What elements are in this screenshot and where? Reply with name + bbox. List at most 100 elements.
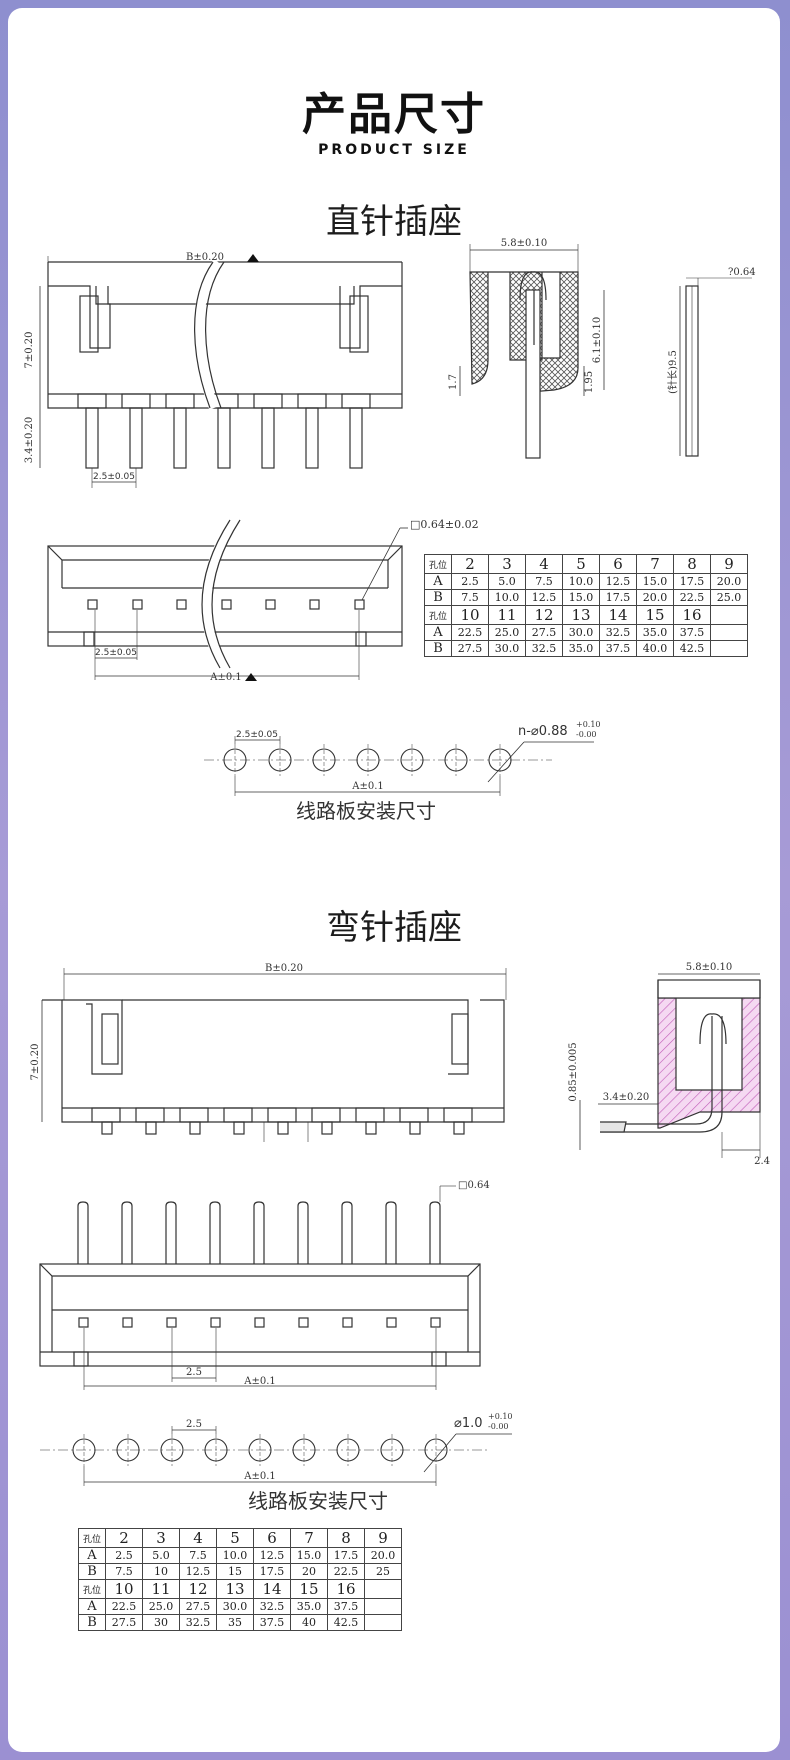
section-title-straight: 直针插座 [326,202,462,242]
table-cell: 5.0 [142,1547,180,1564]
table-cell: 11 [142,1579,180,1599]
table-cell: 9 [710,554,748,574]
table-cell: 17.5 [253,1563,291,1580]
straight-side-width-dim: 5.8±0.10 [501,238,548,249]
table-cell: 30.0 [562,624,600,641]
table-row: A 2.5 5.0 7.5 10.0 12.5 15.0 17.5 20.0 [424,573,748,590]
table-cell: 13 [562,605,600,625]
table-cell: 15 [216,1563,254,1580]
table-cell: 2.5 [105,1547,143,1564]
table-cell: 17.5 [673,573,711,590]
table-cell: 25.0 [710,589,748,606]
table-cell: 孔位 [78,1528,106,1548]
table-cell: 15.0 [636,573,674,590]
table-cell: 7.5 [179,1547,217,1564]
table-cell: 孔位 [424,554,452,574]
table-row: 孔位 10 11 12 13 14 15 16 [424,605,748,625]
table-cell: 27.5 [179,1598,217,1615]
table-cell: B [424,640,452,657]
table-cell: 16 [673,605,711,625]
bent-pin-square-dim: □0.64 [458,1180,490,1191]
table-cell: 8 [673,554,711,574]
table-cell: 42.5 [673,640,711,657]
straight-pcb-hole-tol-dn: -0.00 [576,730,597,739]
table-cell: A [78,1547,106,1564]
table-cell: A [424,573,452,590]
table-cell: 20.0 [636,589,674,606]
table-cell: 35.0 [290,1598,328,1615]
table-cell: 10.0 [216,1547,254,1564]
table-cell: 3 [488,554,526,574]
straight-b-dim: B±0.20 [186,252,224,263]
straight-pin-view [679,277,752,457]
table-cell: 12.5 [599,573,637,590]
table-cell: 32.5 [599,624,637,641]
table-cell: 7.5 [451,589,489,606]
table-cell: 5 [216,1528,254,1548]
straight-spec-table: 孔位 2 3 4 5 6 7 8 9 A 2.5 5.0 7.5 10.0 12… [424,554,748,657]
table-row: 孔位 10 11 12 13 14 15 16 [78,1579,402,1599]
table-cell [710,640,748,657]
table-cell: 30 [142,1614,180,1631]
straight-pitch-dim: 2.5±0.05 [93,472,135,482]
table-cell: 37.5 [673,624,711,641]
table-cell: 12.5 [179,1563,217,1580]
bent-pcb-hole-tol-dn: -0.00 [488,1422,509,1431]
table-cell: 5.0 [488,573,526,590]
bent-side-section [579,973,761,1158]
table-cell: 4 [179,1528,217,1548]
bent-side-pin-off-dim: 2.4 [754,1156,770,1167]
table-cell: 2 [451,554,489,574]
bent-b-dim: B±0.20 [265,963,303,974]
table-cell: 孔位 [78,1579,106,1599]
table-cell: 40 [290,1614,328,1631]
table-cell: 15.0 [290,1547,328,1564]
table-cell: 9 [364,1528,402,1548]
straight-height-dim: 7±0.20 [24,331,35,368]
bent-pcb-hole-tol-up: +0.10 [488,1412,513,1421]
table-cell: 32.5 [179,1614,217,1631]
table-cell: 37.5 [327,1598,365,1615]
table-cell: 32.5 [253,1598,291,1615]
table-cell [710,624,748,641]
table-cell: 13 [216,1579,254,1599]
table-cell: 27.5 [525,624,563,641]
straight-top-tolerance-marker [245,673,257,681]
table-cell: 12 [525,605,563,625]
straight-tolerance-marker [247,254,259,262]
table-cell [364,1614,402,1631]
straight-pin-length-dim: 3.4±0.20 [24,417,35,464]
table-cell: 7 [636,554,674,574]
table-cell: 8 [327,1528,365,1548]
table-cell: 14 [253,1579,291,1599]
table-cell: 30.0 [488,640,526,657]
straight-side-section [459,244,605,459]
table-cell: 22.5 [673,589,711,606]
bent-top-squares [78,1317,441,1328]
bent-front-view [41,968,507,1142]
table-row: A 22.5 25.0 27.5 30.0 32.5 35.0 37.5 [78,1598,402,1615]
table-cell: 7.5 [105,1563,143,1580]
straight-pin-square-dim: □0.64±0.02 [410,518,479,531]
straight-side-small2-dim: 1.95 [584,371,595,393]
table-cell: 10 [105,1579,143,1599]
straight-top-a-dim: A±0.1 [209,672,242,683]
table-cell [710,605,748,625]
bent-side-width-dim: 5.8±0.10 [686,962,733,973]
table-cell: 2.5 [451,573,489,590]
table-cell: B [78,1563,106,1580]
table-cell: 12 [179,1579,217,1599]
table-cell: 17.5 [599,589,637,606]
table-cell: 10.0 [488,589,526,606]
table-cell: 16 [327,1579,365,1599]
straight-front-view [39,256,403,488]
table-row: B 7.5 10 12.5 15 17.5 20 22.5 25 [78,1563,402,1580]
bent-spec-table: 孔位 2 3 4 5 6 7 8 9 A 2.5 5.0 7.5 10.0 12… [78,1528,402,1631]
straight-pin-sq-dim: ?0.64 [728,267,756,278]
straight-top-pins [87,599,365,610]
table-cell [364,1579,402,1599]
straight-pcb-a-dim: A±0.1 [351,781,384,792]
table-cell: 20.0 [364,1547,402,1564]
straight-pcb-pitch-dim: 2.5±0.05 [236,730,278,740]
